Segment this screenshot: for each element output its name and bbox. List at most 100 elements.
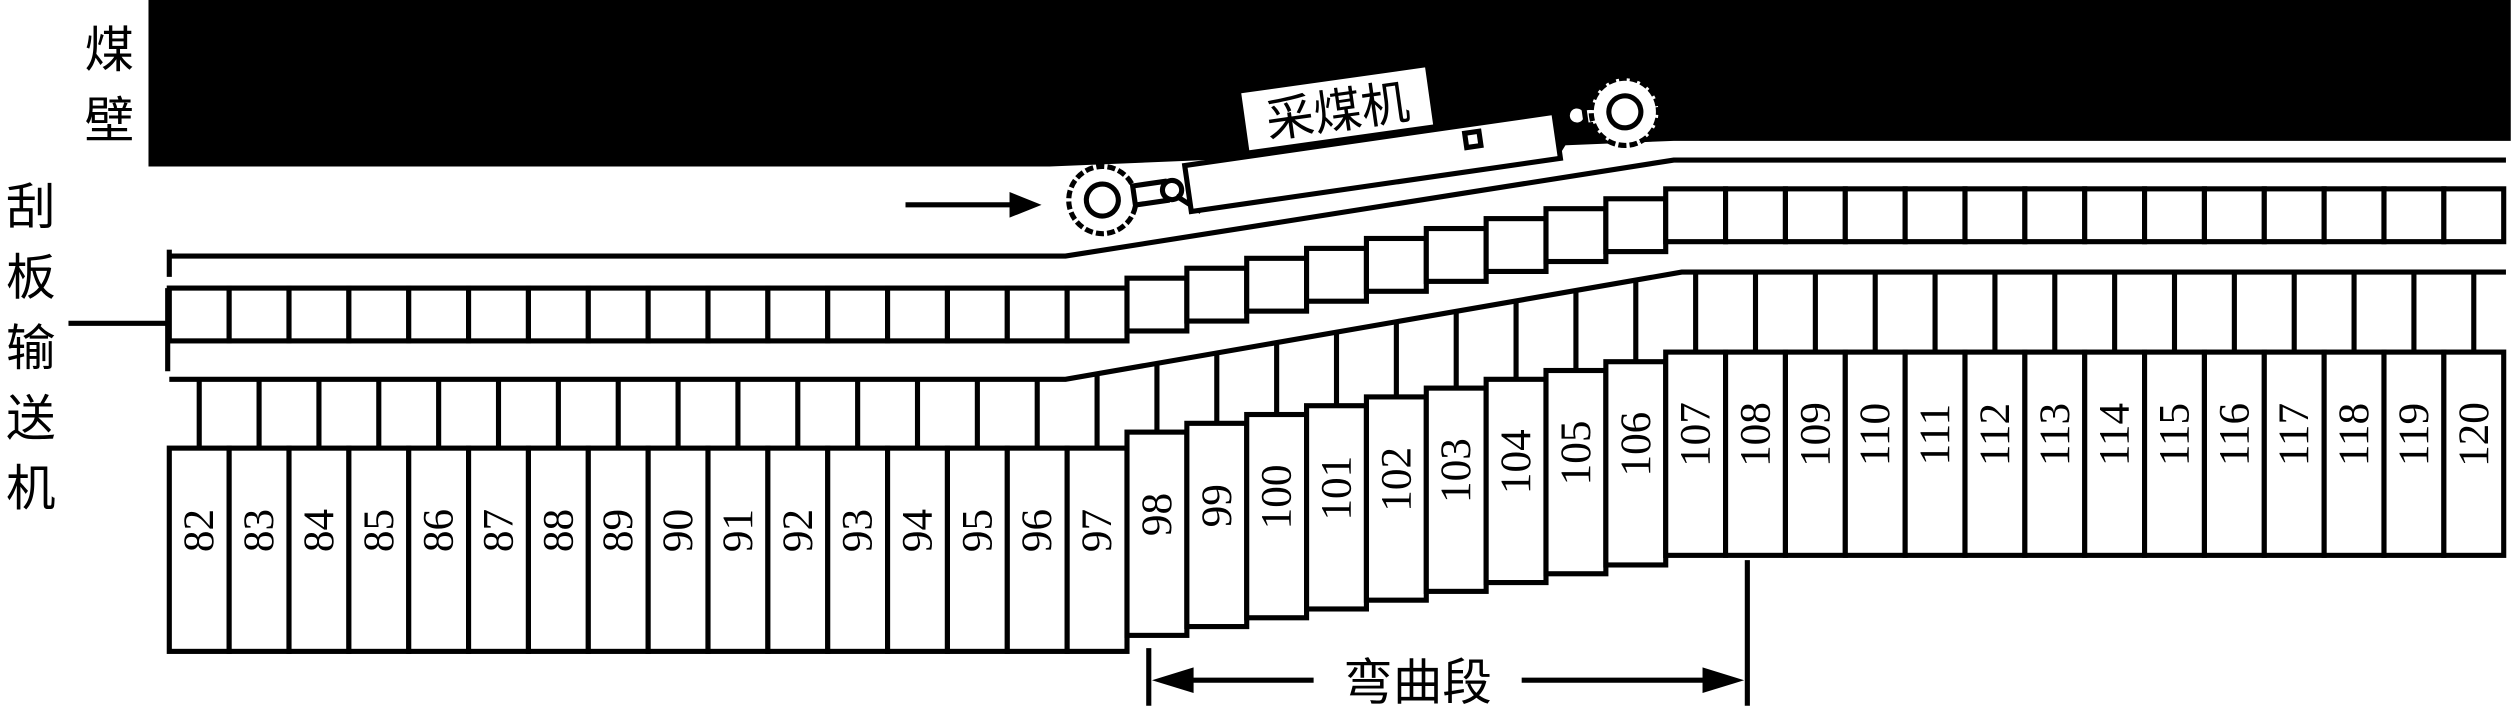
conveyor-label-char: 刮 [6,178,56,236]
support-number: 116 [2210,403,2258,466]
support-number: 106 [1612,412,1660,477]
support-number: 104 [1492,429,1540,494]
advance-arrowhead [1009,192,1042,218]
support-number: 87 [475,509,523,552]
support-number: 90 [654,509,702,552]
conveyor-label-char: 板 [6,248,56,306]
conveyor-pan [825,285,891,344]
shearer-window [1461,128,1484,151]
support-number: 117 [2270,403,2318,466]
conveyor-pan [765,285,831,344]
support-number: 99 [1193,484,1241,527]
bend-section-label: 弯曲段 [1343,653,1492,709]
support-number: 92 [774,509,822,552]
conveyor-pan [1184,265,1250,324]
conveyor-pan [525,285,591,344]
support-number: 107 [1672,402,1720,467]
conveyor-pan [1603,196,1669,255]
support-box [1663,349,1729,558]
support-number: 98 [1133,493,1181,536]
support-number: 102 [1372,447,1420,512]
support-number: 96 [1013,509,1061,552]
support-number: 114 [2091,403,2139,466]
support-number: 110 [1851,403,1899,466]
conveyor-pan [1064,285,1130,344]
support-box [2201,349,2267,558]
coal-wall-label-2: 壁 [84,92,134,150]
top-rail [169,157,2506,259]
conveyor-pan [944,285,1010,344]
conveyor-label-char: 机 [6,460,56,518]
support-number: 111 [1911,404,1959,466]
conveyor-pan [166,285,232,344]
support-number: 93 [834,509,882,552]
hydraulic-rams [196,272,2477,449]
support-number: 85 [355,509,403,552]
conveyor-pan [705,285,771,344]
support-number: 95 [953,509,1001,552]
conveyor-pan [585,285,651,344]
shearer [1066,75,1662,237]
support-box [1064,445,1130,654]
support-number: 118 [2330,403,2378,466]
conveyor-pan [346,285,412,344]
conveyor-pan [1663,186,1729,245]
conveyor-pan [1244,255,1310,314]
support-number: 101 [1313,456,1361,521]
support-number: 115 [2150,403,2198,466]
support-box [585,445,651,654]
support-number: 100 [1253,465,1301,530]
conveyor-pans [166,186,2507,344]
conveyor-pan [1543,206,1609,265]
support-box [765,445,831,654]
support-number: 103 [1432,438,1480,503]
support-box [2381,349,2447,558]
conveyor-pan [1902,186,1968,245]
conveyor-label-char: 送 [6,389,56,447]
conveyor-pan [1423,225,1489,284]
conveyor-pan [286,285,352,344]
conveyor-pan [2261,186,2327,245]
support-box [346,445,412,654]
coal-wall-label-1: 煤 [84,21,134,79]
support-box [825,445,891,654]
support-number: 94 [894,509,942,552]
support-box [406,445,472,654]
conveyor-pan [2142,186,2207,245]
conveyor-pan [226,285,292,344]
conveyor-pan [2082,186,2148,245]
support-number: 91 [714,509,762,552]
conveyor-pan [1124,275,1190,334]
support-number: 86 [415,509,463,552]
support-box [2082,349,2148,558]
conveyor-label-char: 输 [6,319,56,377]
conveyor-pan [466,285,531,344]
conveyor-pan [1782,186,1848,245]
shearer-right-drum-icon [1588,75,1662,148]
bend-arrow-right [1702,667,1745,693]
conveyor-pan [1363,235,1429,294]
support-number: 120 [2450,402,2498,467]
conveyor-pan [1723,186,1788,245]
conveyor-pan [1004,285,1070,344]
conveyor-pan [1962,186,2028,245]
conveyor-pan [2381,186,2447,245]
conveyor-pan [2201,186,2267,245]
support-box [1004,445,1070,654]
conveyor-pan [885,285,950,344]
support-box [2142,349,2207,558]
support-box [2441,349,2507,558]
support-number: 88 [534,509,582,552]
bend-arrow-left [1151,667,1194,693]
shearer-label-box: 采煤机 [1241,67,1434,151]
shearer-left-drum-icon [1066,163,1139,237]
support-box [2022,349,2088,558]
support-number: 112 [1971,403,2019,466]
conveyor-pan [1842,186,1908,245]
conveyor-pan [2022,186,2088,245]
conveyor-pan [645,285,711,344]
support-number: 82 [175,509,223,552]
support-box [2261,349,2327,558]
conveyor-pan [1304,245,1369,304]
